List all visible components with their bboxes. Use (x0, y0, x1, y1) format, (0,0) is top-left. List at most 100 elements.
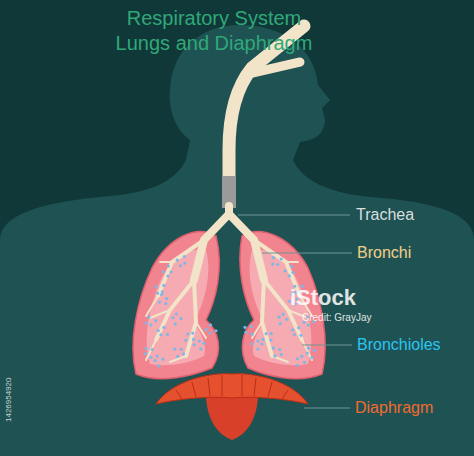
alveolus-dot (145, 321, 148, 324)
alveolus-dot (164, 302, 167, 305)
alveolus-dot (282, 313, 285, 316)
alveolus-dot (293, 333, 296, 336)
alveolus-dot (279, 322, 282, 325)
alveolus-dot (157, 364, 160, 367)
alveolus-dot (162, 326, 165, 329)
alveolus-dot (269, 338, 272, 341)
alveolus-dot (296, 364, 299, 367)
alveolus-dot (184, 339, 187, 342)
alveolus-dot (307, 347, 310, 350)
alveolus-dot (167, 264, 170, 267)
alveolus-dot (161, 358, 164, 361)
alveolus-dot (310, 356, 313, 359)
alveolus-dot (156, 354, 159, 357)
alveolus-dot (272, 347, 275, 350)
alveolus-dot (161, 290, 164, 293)
alveolus-dot (157, 329, 160, 332)
alveolus-dot (179, 317, 182, 320)
alveolus-dot (208, 331, 211, 334)
alveolus-dot (278, 348, 281, 351)
alveolus-dot (191, 331, 194, 334)
alveolus-dot (290, 265, 293, 268)
part-label: Bronchioles (357, 336, 441, 354)
alveolus-dot (183, 255, 186, 258)
alveolus-dot (260, 342, 263, 345)
alveolus-dot (144, 352, 147, 355)
alveolus-dot (176, 259, 179, 262)
alveolus-dot (209, 323, 212, 326)
alveolus-dot (147, 316, 150, 319)
alveolus-dot (256, 347, 259, 350)
alveoli-dots (144, 255, 316, 368)
alveolus-dot (155, 285, 158, 288)
stomach (206, 396, 258, 440)
alveolus-dot (174, 322, 177, 325)
alveolus-dot (291, 328, 294, 331)
alveolus-dot (271, 263, 274, 266)
image-id: 1426954920 (4, 378, 13, 423)
alveolus-dot (297, 326, 300, 329)
alveolus-dot (144, 347, 147, 350)
alveolus-dot (303, 361, 306, 364)
alveolus-dot (313, 349, 316, 352)
alveolus-dot (171, 316, 174, 319)
alveolus-dot (161, 270, 164, 273)
alveolus-dot (243, 326, 246, 329)
alveolus-dot (273, 354, 276, 357)
diaphragm-muscle (156, 374, 308, 404)
alveolus-dot (175, 312, 178, 315)
alveolus-dot (288, 274, 291, 277)
alveolus-dot (154, 319, 157, 322)
alveolus-dot (250, 325, 253, 328)
alveolus-dot (165, 297, 168, 300)
bronchial-tree (146, 206, 312, 362)
part-label: Diaphragm (355, 399, 433, 417)
alveolus-dot (204, 328, 207, 331)
alveolus-dot (299, 334, 302, 337)
alveolus-dot (156, 292, 159, 295)
alveolus-dot (202, 342, 205, 345)
alveolus-dot (300, 355, 303, 358)
body-silhouette (0, 25, 474, 456)
alveolus-dot (276, 263, 279, 266)
alveolus-dot (166, 274, 169, 277)
alveolus-dot (214, 329, 217, 332)
alveolus-dot (166, 333, 169, 336)
part-label: Trachea (356, 206, 414, 224)
alveolus-dot (272, 256, 275, 259)
alveolus-dot (176, 355, 179, 358)
alveolus-dot (256, 339, 259, 342)
alveolus-dot (162, 284, 165, 287)
alveolus-dot (186, 332, 189, 335)
alveolus-dot (192, 338, 195, 341)
alveolus-dot (278, 316, 281, 319)
alveolus-dot (198, 339, 201, 342)
alveolus-dot (183, 261, 186, 264)
left-lung (133, 232, 219, 379)
diaphragm-striations (176, 375, 288, 399)
alveolus-dot (261, 338, 264, 341)
alveolus-dot (160, 293, 163, 296)
alveolus-dot (182, 352, 185, 355)
alveolus-dot (280, 353, 283, 356)
alveolus-dot (159, 333, 162, 336)
watermark-credit: Credit: GrayJay (302, 312, 371, 324)
alveolus-dot (173, 347, 176, 350)
alveolus-dot (285, 318, 288, 321)
alveolus-dot (280, 257, 283, 260)
alveolus-dot (250, 342, 253, 345)
part-label: Bronchi (357, 244, 411, 262)
alveolus-dot (251, 333, 254, 336)
alveolus-dot (199, 347, 202, 350)
title: Respiratory System Lungs and Diaphragm (105, 6, 323, 56)
alveolus-dot (307, 323, 310, 326)
alveolus-dot (270, 332, 273, 335)
alveolus-dot (296, 357, 299, 360)
alveolus-dot (151, 348, 154, 351)
alveolus-dot (284, 269, 287, 272)
alveolus-dot (149, 356, 152, 359)
alveolus-dot (180, 348, 183, 351)
